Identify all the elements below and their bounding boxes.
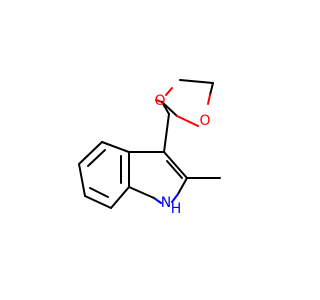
bond-c6-c7: [84, 195, 112, 209]
bond-c6-c7-double: [89, 187, 109, 198]
bond-c3-c2: [163, 151, 188, 179]
bond-c3-c2-double: [166, 160, 183, 179]
bond-c1-o2-red: [176, 115, 199, 127]
bond-o1-c4: [165, 87, 173, 96]
bond-c1-o2: [161, 101, 178, 117]
bond-c4-c5: [179, 79, 214, 84]
bond-n-c7a: [128, 186, 155, 199]
bond-c4-c5-double: [87, 149, 106, 167]
bond-o1-c1: [155, 99, 163, 103]
atom-label-o2: O: [199, 113, 210, 129]
bond-c1-c3: [163, 113, 170, 153]
bond-n-c7a-blue: [153, 197, 162, 204]
bond-c4-c5: [78, 141, 103, 165]
bond-c5-c: [209, 82, 214, 96]
bond-c2-n: [177, 177, 188, 195]
atom-label-o1: O: [154, 93, 165, 109]
bond-c7-c7a: [110, 186, 130, 209]
bond-c5-o2: [207, 94, 211, 105]
atom-label-n: N: [161, 195, 171, 211]
atom-label-h: H: [171, 201, 182, 217]
molecule-structure-drawing: O O N H: [78, 79, 221, 217]
bond-c3a-c4: [101, 141, 130, 153]
bond-c2-n-blue: [171, 193, 179, 203]
bond-c5-c6: [78, 163, 86, 197]
